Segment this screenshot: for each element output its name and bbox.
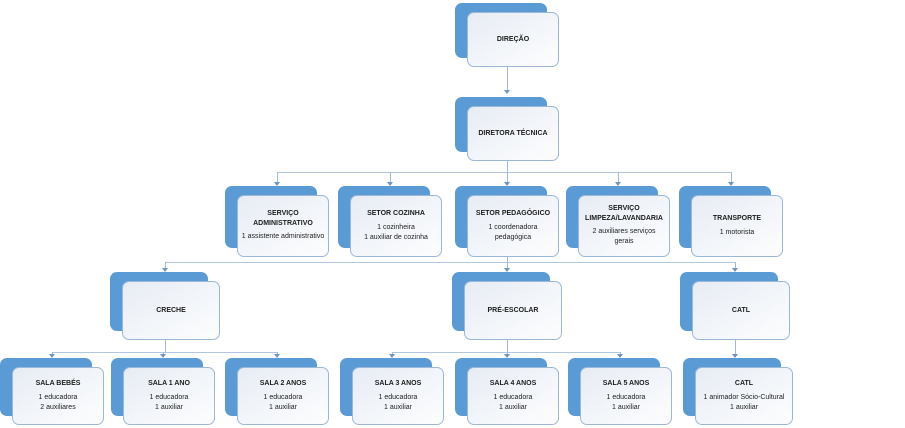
node-title: SERVIÇO ADMINISTRATIVO — [253, 210, 313, 227]
connector-drop-sala-1-ano — [163, 352, 164, 355]
arrowhead-icon — [728, 182, 734, 186]
node-detail: 1 auxiliar — [611, 403, 640, 411]
org-node-transporte: TRANSPORTE 1 motorista — [679, 186, 783, 257]
node-title: CRECHE — [156, 306, 186, 314]
connector-drop-catl — [735, 262, 736, 268]
connector-creche-down — [165, 340, 166, 353]
org-node-sala-bebes: SALA BEBÉS 1 educadora 2 auxiliares — [0, 358, 104, 425]
connector-pre-escolar-down — [507, 338, 508, 353]
connector-catl-down — [735, 340, 736, 354]
org-node-diretora-tecnica: DIRETORA TÉCNICA — [455, 97, 559, 161]
arrowhead-icon — [274, 354, 280, 358]
node-detail: 1 auxiliar de cozinha — [364, 233, 428, 241]
org-node-creche: CRECHE — [110, 272, 220, 340]
node-title: SALA 5 ANOS — [602, 380, 650, 388]
connector-drop-servico-limpeza — [618, 172, 619, 182]
arrowhead-icon — [504, 354, 510, 358]
connector-drop-sala-2-anos — [277, 352, 278, 355]
org-node-sala-4-anos: SALA 4 ANOS 1 educadora 1 auxiliar — [455, 358, 559, 425]
node-title: SETOR COZINHA — [367, 210, 425, 218]
arrowhead-icon — [504, 182, 510, 186]
arrowhead-icon — [49, 354, 55, 358]
connector-drop-setor-cozinha — [390, 172, 391, 182]
connector-creche-bus — [52, 352, 278, 353]
node-detail: 1 auxiliar — [729, 403, 758, 411]
node-detail: 1 cozinheira — [377, 223, 415, 231]
node-title: TRANSPORTE — [712, 215, 762, 223]
node-detail: 1 assistente administrativo — [241, 233, 325, 241]
org-node-sala-5-anos: SALA 5 ANOS 1 educadora 1 auxiliar — [568, 358, 672, 425]
node-detail: 1 educadora — [378, 393, 418, 401]
org-node-sala-1-ano: SALA 1 ANO 1 educadora 1 auxiliar — [111, 358, 215, 425]
connector-pedagogico-down — [507, 257, 508, 263]
node-title: SERVIÇO LIMPEZA/LAVANDARIA — [585, 205, 663, 222]
connector-direcao-down — [507, 67, 508, 90]
connector-drop-sala-bebes — [52, 352, 53, 355]
arrowhead-icon — [732, 354, 738, 358]
arrowhead-icon — [387, 182, 393, 186]
node-title: SALA 4 ANOS — [489, 380, 537, 388]
connector-drop-transporte — [731, 172, 732, 182]
node-detail: 1 motorista — [719, 228, 755, 236]
node-title: PRÉ-ESCOLAR — [487, 306, 539, 314]
node-detail: 1 auxiliar — [498, 403, 527, 411]
connector-pre-escolar-bus — [392, 352, 621, 353]
org-node-sala-2-anos: SALA 2 ANOS 1 educadora 1 auxiliar — [225, 358, 329, 425]
node-detail: 1 animador Sócio-Cultural — [703, 393, 785, 401]
node-title: DIRETORA TÉCNICA — [478, 129, 548, 137]
node-detail: 1 educadora — [149, 393, 189, 401]
node-detail: 1 coordenadora pedagógica — [488, 223, 538, 241]
connector-drop-sala-3-anos — [392, 352, 393, 355]
node-detail: 2 auxiliares serviços gerais — [592, 228, 656, 246]
node-title: SETOR PEDAGÓGICO — [475, 210, 551, 218]
org-node-setor-pedagogico: SETOR PEDAGÓGICO 1 coordenadora pedagógi… — [455, 186, 559, 257]
arrowhead-icon — [617, 354, 623, 358]
connector-drop-pre-escolar — [507, 262, 508, 268]
node-detail: 1 auxiliar — [268, 403, 297, 411]
arrowhead-icon — [160, 354, 166, 358]
arrowhead-icon — [504, 90, 510, 94]
org-node-catl-sala: CATL 1 animador Sócio-Cultural 1 auxilia… — [683, 358, 793, 425]
node-title: CATL — [734, 380, 754, 388]
arrowhead-icon — [615, 182, 621, 186]
node-title: SALA 3 ANOS — [374, 380, 422, 388]
org-node-servico-administrativo: SERVIÇO ADMINISTRATIVO 1 assistente admi… — [225, 186, 329, 257]
connector-level3-bus — [277, 172, 732, 173]
node-detail: 1 educadora — [263, 393, 303, 401]
node-detail: 1 auxiliar — [154, 403, 183, 411]
node-title: SALA 1 ANO — [148, 380, 190, 388]
org-node-setor-cozinha: SETOR COZINHA 1 cozinheira 1 auxiliar de… — [338, 186, 442, 257]
connector-drop-servico-administrativo — [277, 172, 278, 182]
node-detail: 1 educadora — [38, 393, 78, 401]
org-node-catl: CATL — [680, 272, 790, 340]
arrowhead-icon — [389, 354, 395, 358]
arrowhead-icon — [504, 268, 510, 272]
node-detail: 1 educadora — [606, 393, 646, 401]
org-node-direcao: DIREÇÃO — [455, 3, 559, 67]
node-detail: 2 auxiliares — [40, 403, 76, 411]
arrowhead-icon — [732, 268, 738, 272]
connector-level4-bus — [165, 262, 736, 263]
connector-drop-setor-pedagogico — [507, 172, 508, 182]
org-node-sala-3-anos: SALA 3 ANOS 1 educadora 1 auxiliar — [340, 358, 444, 425]
connector-drop-sala-4-anos — [507, 352, 508, 355]
node-title: CATL — [731, 306, 751, 314]
connector-drop-creche — [165, 262, 166, 268]
node-title: DIREÇÃO — [496, 35, 530, 43]
arrowhead-icon — [274, 182, 280, 186]
node-title: SALA 2 ANOS — [259, 380, 307, 388]
org-node-pre-escolar: PRÉ-ESCOLAR — [452, 272, 562, 340]
arrowhead-icon — [162, 268, 168, 272]
org-node-servico-limpeza: SERVIÇO LIMPEZA/LAVANDARIA 2 auxiliares … — [566, 186, 670, 257]
node-detail: 1 auxiliar — [383, 403, 412, 411]
connector-drop-sala-5-anos — [620, 352, 621, 355]
connector-diretora-down — [507, 161, 508, 173]
node-title: SALA BEBÉS — [35, 380, 81, 388]
node-detail: 1 educadora — [493, 393, 533, 401]
